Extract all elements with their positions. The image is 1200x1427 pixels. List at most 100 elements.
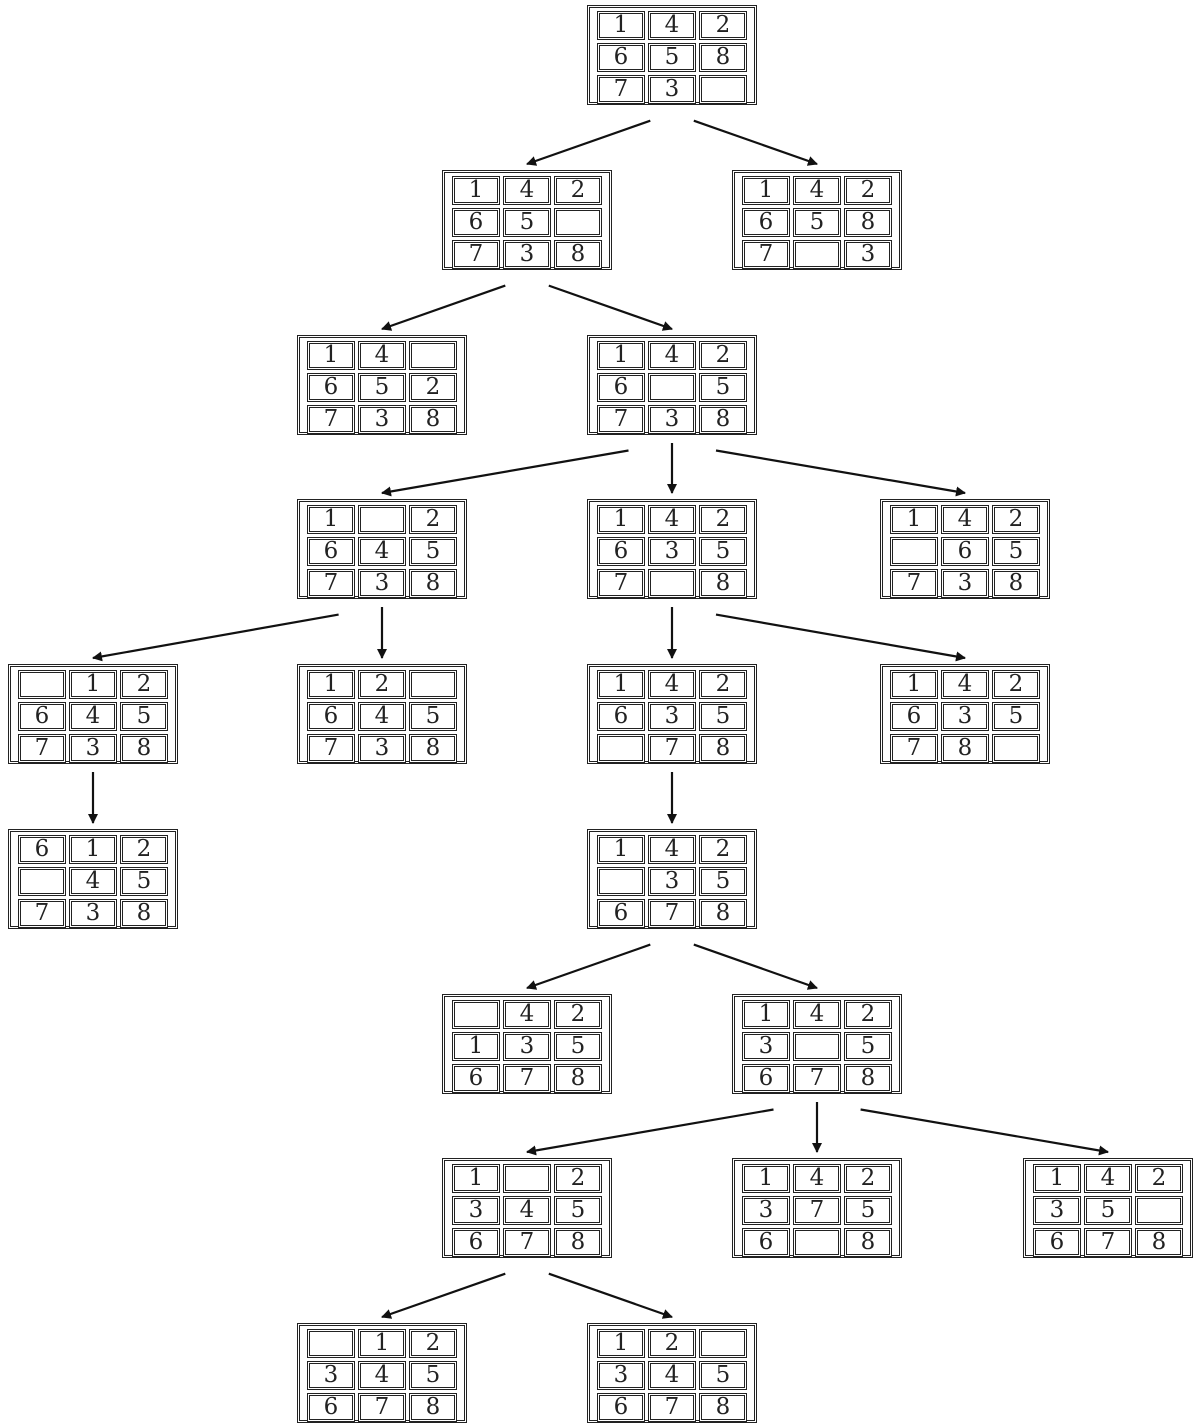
- puzzle-tile: 7: [890, 734, 938, 763]
- puzzle-tile: 1: [742, 176, 790, 205]
- puzzle-tile: 6: [597, 1393, 645, 1422]
- puzzle-tile: 3: [307, 1361, 355, 1390]
- puzzle-blank-tile: [1135, 1196, 1183, 1225]
- tree-edge-arrow: [381, 449, 629, 497]
- puzzle-tile: 1: [890, 505, 938, 534]
- puzzle-blank-tile: [452, 1000, 500, 1029]
- puzzle-tile: 1: [69, 670, 117, 699]
- puzzle-blank-tile: [409, 670, 457, 699]
- puzzle-tile: 7: [307, 734, 355, 763]
- puzzle-blank-tile: [648, 569, 696, 598]
- puzzle-tile: 6: [890, 702, 938, 731]
- puzzle-tile: 5: [699, 702, 747, 731]
- puzzle-tile: 6: [742, 1228, 790, 1257]
- puzzle-tile: 4: [941, 505, 989, 534]
- puzzle-tile: 4: [69, 867, 117, 896]
- puzzle-tile: 1: [597, 341, 645, 370]
- puzzle-blank-tile: [793, 240, 841, 269]
- puzzle-tile: 1: [597, 11, 645, 40]
- puzzle-tile: 4: [503, 1000, 551, 1029]
- puzzle-tile: 8: [409, 1393, 457, 1422]
- puzzle-tile: 6: [597, 899, 645, 928]
- puzzle-tile: 4: [358, 1361, 406, 1390]
- puzzle-tile: 7: [452, 240, 500, 269]
- puzzle-tile: 1: [307, 505, 355, 534]
- puzzle-tile: 6: [307, 537, 355, 566]
- puzzle-tile: 7: [358, 1393, 406, 1422]
- puzzle-tile: 1: [890, 670, 938, 699]
- puzzle-blank-tile: [597, 867, 645, 896]
- puzzle-tile: 5: [554, 1032, 602, 1061]
- puzzle-blank-tile: [648, 373, 696, 402]
- puzzle-tile: 5: [409, 537, 457, 566]
- puzzle-tile: 5: [120, 867, 168, 896]
- puzzle-tile: 4: [941, 670, 989, 699]
- puzzle-tile: 3: [503, 1032, 551, 1061]
- puzzle-tile: 3: [648, 537, 696, 566]
- puzzle-tile: 2: [992, 505, 1040, 534]
- puzzle-tile: 2: [358, 670, 406, 699]
- tree-edge-arrow: [715, 449, 966, 497]
- puzzle-tile: 4: [69, 702, 117, 731]
- puzzle-tile: 5: [699, 867, 747, 896]
- puzzle-tile: 7: [18, 734, 66, 763]
- puzzle-blank-tile: [992, 734, 1040, 763]
- tree-edge-arrow: [860, 1108, 1109, 1156]
- tree-edge-arrow: [693, 119, 818, 166]
- puzzle-tile: 4: [648, 1361, 696, 1390]
- puzzle-tile: 8: [554, 1228, 602, 1257]
- tree-edge-arrow: [381, 1272, 506, 1319]
- puzzle-tile: 1: [597, 505, 645, 534]
- puzzle-tile: 8: [409, 569, 457, 598]
- puzzle-tile: 5: [992, 702, 1040, 731]
- puzzle-tile: 8: [120, 899, 168, 928]
- puzzle-blank-tile: [793, 1032, 841, 1061]
- puzzle-tile: 2: [699, 670, 747, 699]
- puzzle-tile: 4: [358, 341, 406, 370]
- tree-edge-arrow: [381, 284, 506, 331]
- tree-edge-arrow: [526, 943, 651, 990]
- puzzle-tile: 4: [648, 505, 696, 534]
- tree-edge-arrow: [526, 119, 651, 166]
- puzzle-tile: 7: [503, 1228, 551, 1257]
- puzzle-tile: 7: [793, 1196, 841, 1225]
- puzzle-tile: 7: [648, 734, 696, 763]
- puzzle-tile: 3: [69, 899, 117, 928]
- puzzle-tile: 3: [69, 734, 117, 763]
- puzzle-tile: 6: [597, 43, 645, 72]
- puzzle-tile: 5: [409, 1361, 457, 1390]
- puzzle-tile: 3: [648, 702, 696, 731]
- puzzle-tile: 3: [648, 405, 696, 434]
- puzzle-tile: 5: [793, 208, 841, 237]
- puzzle-tile: 8: [844, 1228, 892, 1257]
- puzzle-tile: 2: [992, 670, 1040, 699]
- puzzle-tile: 1: [1033, 1164, 1081, 1193]
- puzzle-tile: 7: [793, 1064, 841, 1093]
- puzzle-tile: 3: [941, 702, 989, 731]
- puzzle-tile: 7: [1084, 1228, 1132, 1257]
- puzzle-blank-tile: [307, 1329, 355, 1358]
- tree-edge-arrow: [715, 613, 966, 662]
- puzzle-tile: 5: [699, 373, 747, 402]
- puzzle-tile: 8: [699, 405, 747, 434]
- puzzle-tile: 3: [648, 75, 696, 104]
- puzzle-tile: 7: [742, 240, 790, 269]
- puzzle-tile: 5: [554, 1196, 602, 1225]
- puzzle-tile: 4: [358, 537, 406, 566]
- puzzle-tile: 3: [742, 1196, 790, 1225]
- puzzle-tile: 3: [597, 1361, 645, 1390]
- puzzle-tile: 2: [120, 835, 168, 864]
- puzzle-tile: 6: [18, 835, 66, 864]
